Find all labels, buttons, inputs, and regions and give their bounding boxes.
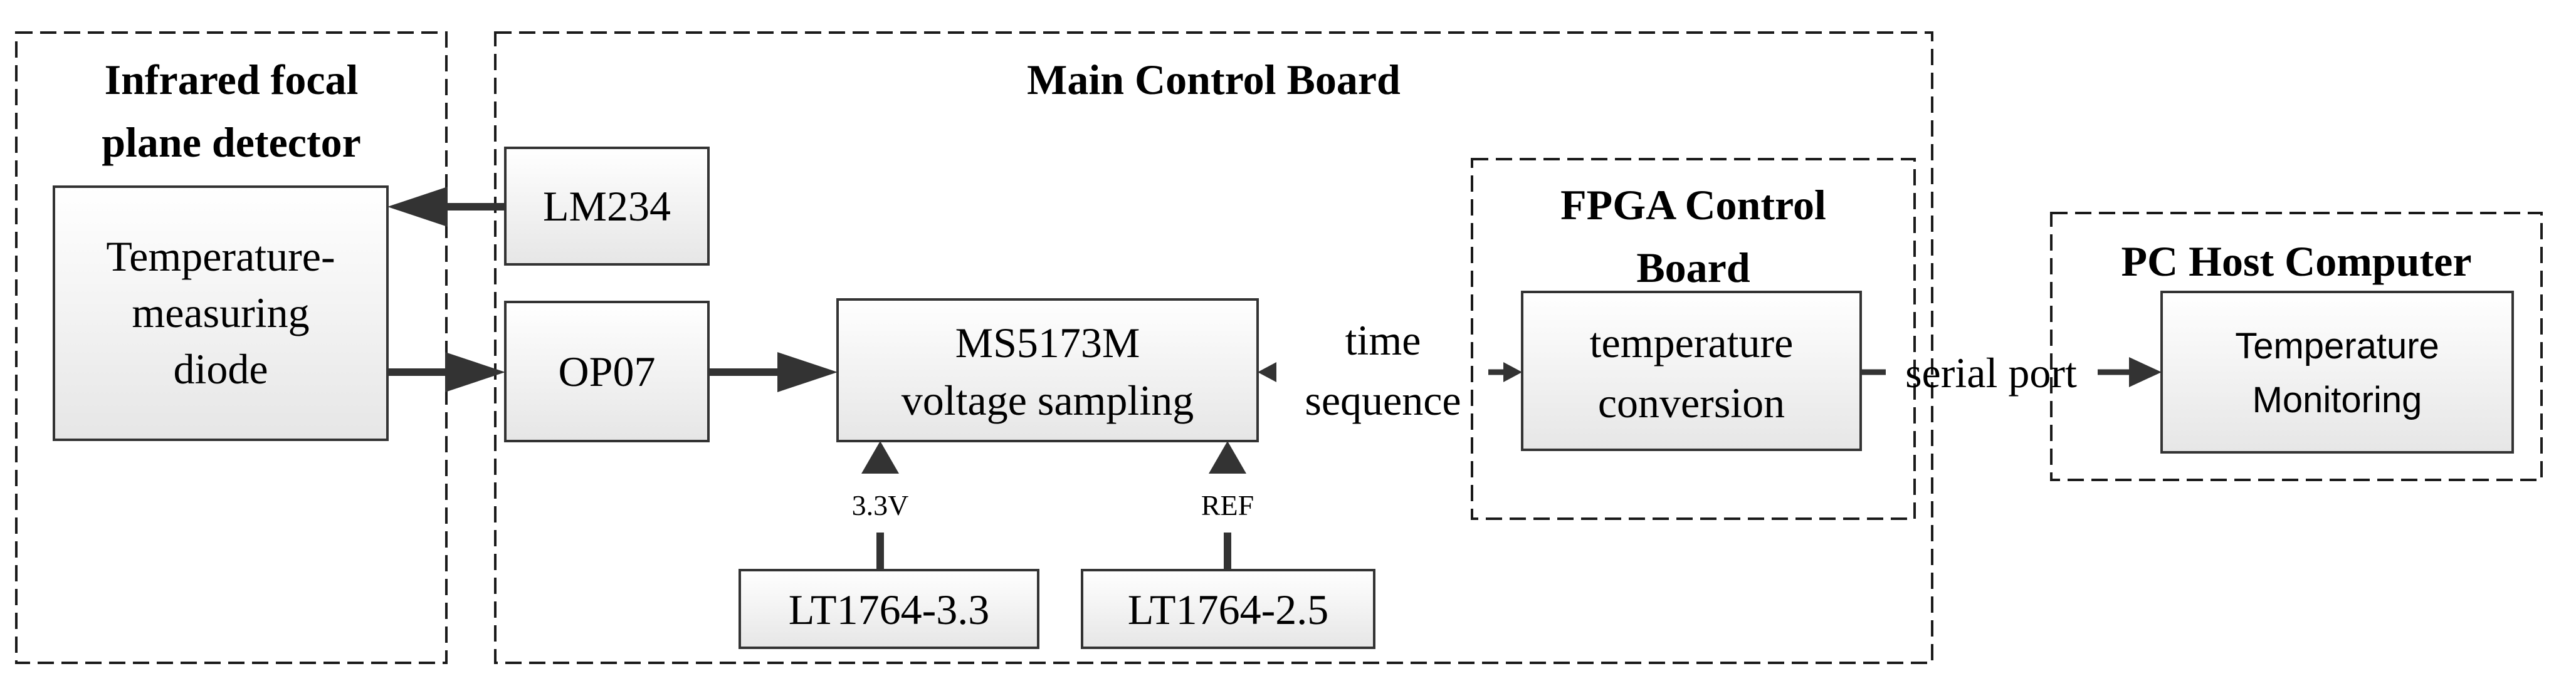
block-lt1764-3v3-label: LT1764-3.3 bbox=[789, 586, 989, 633]
arrow-op07-to-ms5173m bbox=[708, 352, 838, 392]
block-lm234-box bbox=[504, 147, 710, 266]
block-ms5173m-box bbox=[836, 298, 1259, 442]
label-sequence: sequence bbox=[1305, 377, 1461, 424]
arrow-time-sequence-left-head bbox=[1258, 362, 1276, 382]
region-detector-border bbox=[15, 31, 448, 664]
block-lt1764-3v3-box bbox=[739, 569, 1039, 649]
block-ms5173m: MS5173M voltage sampling bbox=[836, 298, 1259, 442]
block-monitoring-box bbox=[2160, 291, 2514, 454]
block-op07: OP07 bbox=[504, 301, 710, 442]
region-main-control-board: Main Control Board bbox=[494, 31, 1933, 664]
block-monitoring-line1: Temperature bbox=[2235, 326, 2439, 366]
block-temperature-monitoring: Temperature Monitoring bbox=[2160, 291, 2514, 454]
label-ref: REF bbox=[1201, 489, 1254, 521]
arrow-serial-head bbox=[2129, 357, 2162, 387]
region-main-title: Main Control Board bbox=[1027, 56, 1401, 103]
arrow-time-sequence: time sequence bbox=[1258, 316, 1522, 424]
block-conversion-box bbox=[1521, 291, 1862, 451]
block-op07-label: OP07 bbox=[559, 348, 656, 395]
arrow-3v3-supply: 3.3V bbox=[852, 441, 909, 569]
block-ms5173m-line1: MS5173M bbox=[955, 319, 1140, 366]
block-temperature-conversion: temperature conversion bbox=[1521, 291, 1862, 451]
block-lm234: LM234 bbox=[504, 147, 710, 266]
region-detector-title-line2: plane detector bbox=[102, 118, 361, 166]
block-diode-line1: Temperature- bbox=[106, 232, 335, 280]
arrow-ref-head bbox=[1209, 441, 1246, 474]
arrow-lm234-head bbox=[387, 187, 448, 227]
region-fpga-title-line1: FPGA Control bbox=[1560, 181, 1826, 229]
block-lt1764-2v5: LT1764-2.5 bbox=[1081, 569, 1375, 649]
block-conversion-line2: conversion bbox=[1598, 379, 1785, 427]
label-serial-port: serial port bbox=[1905, 349, 2077, 397]
region-fpga-control-board: FPGA Control Board bbox=[1471, 158, 1916, 520]
block-diode-box bbox=[53, 185, 389, 441]
arrow-ref-supply: REF bbox=[1201, 441, 1254, 569]
block-lt1764-3v3: LT1764-3.3 bbox=[739, 569, 1039, 649]
arrow-time-sequence-right-head bbox=[1503, 362, 1522, 382]
block-lm234-label: LM234 bbox=[543, 182, 671, 230]
block-lt1764-2v5-label: LT1764-2.5 bbox=[1128, 586, 1328, 633]
block-temperature-diode: Temperature- measuring diode bbox=[53, 185, 389, 441]
region-pc-title: PC Host Computer bbox=[2121, 237, 2471, 285]
block-op07-box bbox=[504, 301, 710, 442]
region-pc-border bbox=[2050, 212, 2543, 481]
region-detector-title-line1: Infrared focal bbox=[105, 56, 359, 103]
label-3v3: 3.3V bbox=[852, 489, 909, 521]
arrow-diode-to-op07 bbox=[387, 352, 505, 392]
arrow-3v3-head bbox=[861, 441, 899, 474]
block-monitoring-line2: Monitoring bbox=[2253, 380, 2422, 420]
region-fpga-border bbox=[1471, 158, 1916, 520]
arrow-op07-head bbox=[777, 352, 838, 392]
block-lt1764-2v5-box bbox=[1081, 569, 1375, 649]
region-fpga-title-line2: Board bbox=[1636, 244, 1750, 291]
region-main-border bbox=[494, 31, 1933, 664]
arrow-diode-head bbox=[445, 352, 505, 392]
block-diode-line2: measuring bbox=[132, 289, 309, 336]
label-time: time bbox=[1345, 316, 1421, 364]
arrow-serial-port: serial port bbox=[1861, 349, 2162, 397]
region-infrared-detector: Infrared focal plane detector bbox=[15, 31, 448, 664]
region-pc-host: PC Host Computer bbox=[2050, 212, 2543, 481]
arrow-lm234-to-diode bbox=[387, 187, 504, 227]
block-ms5173m-line2: voltage sampling bbox=[902, 377, 1194, 424]
block-conversion-line1: temperature bbox=[1590, 319, 1794, 366]
block-diode-line3: diode bbox=[173, 345, 268, 393]
